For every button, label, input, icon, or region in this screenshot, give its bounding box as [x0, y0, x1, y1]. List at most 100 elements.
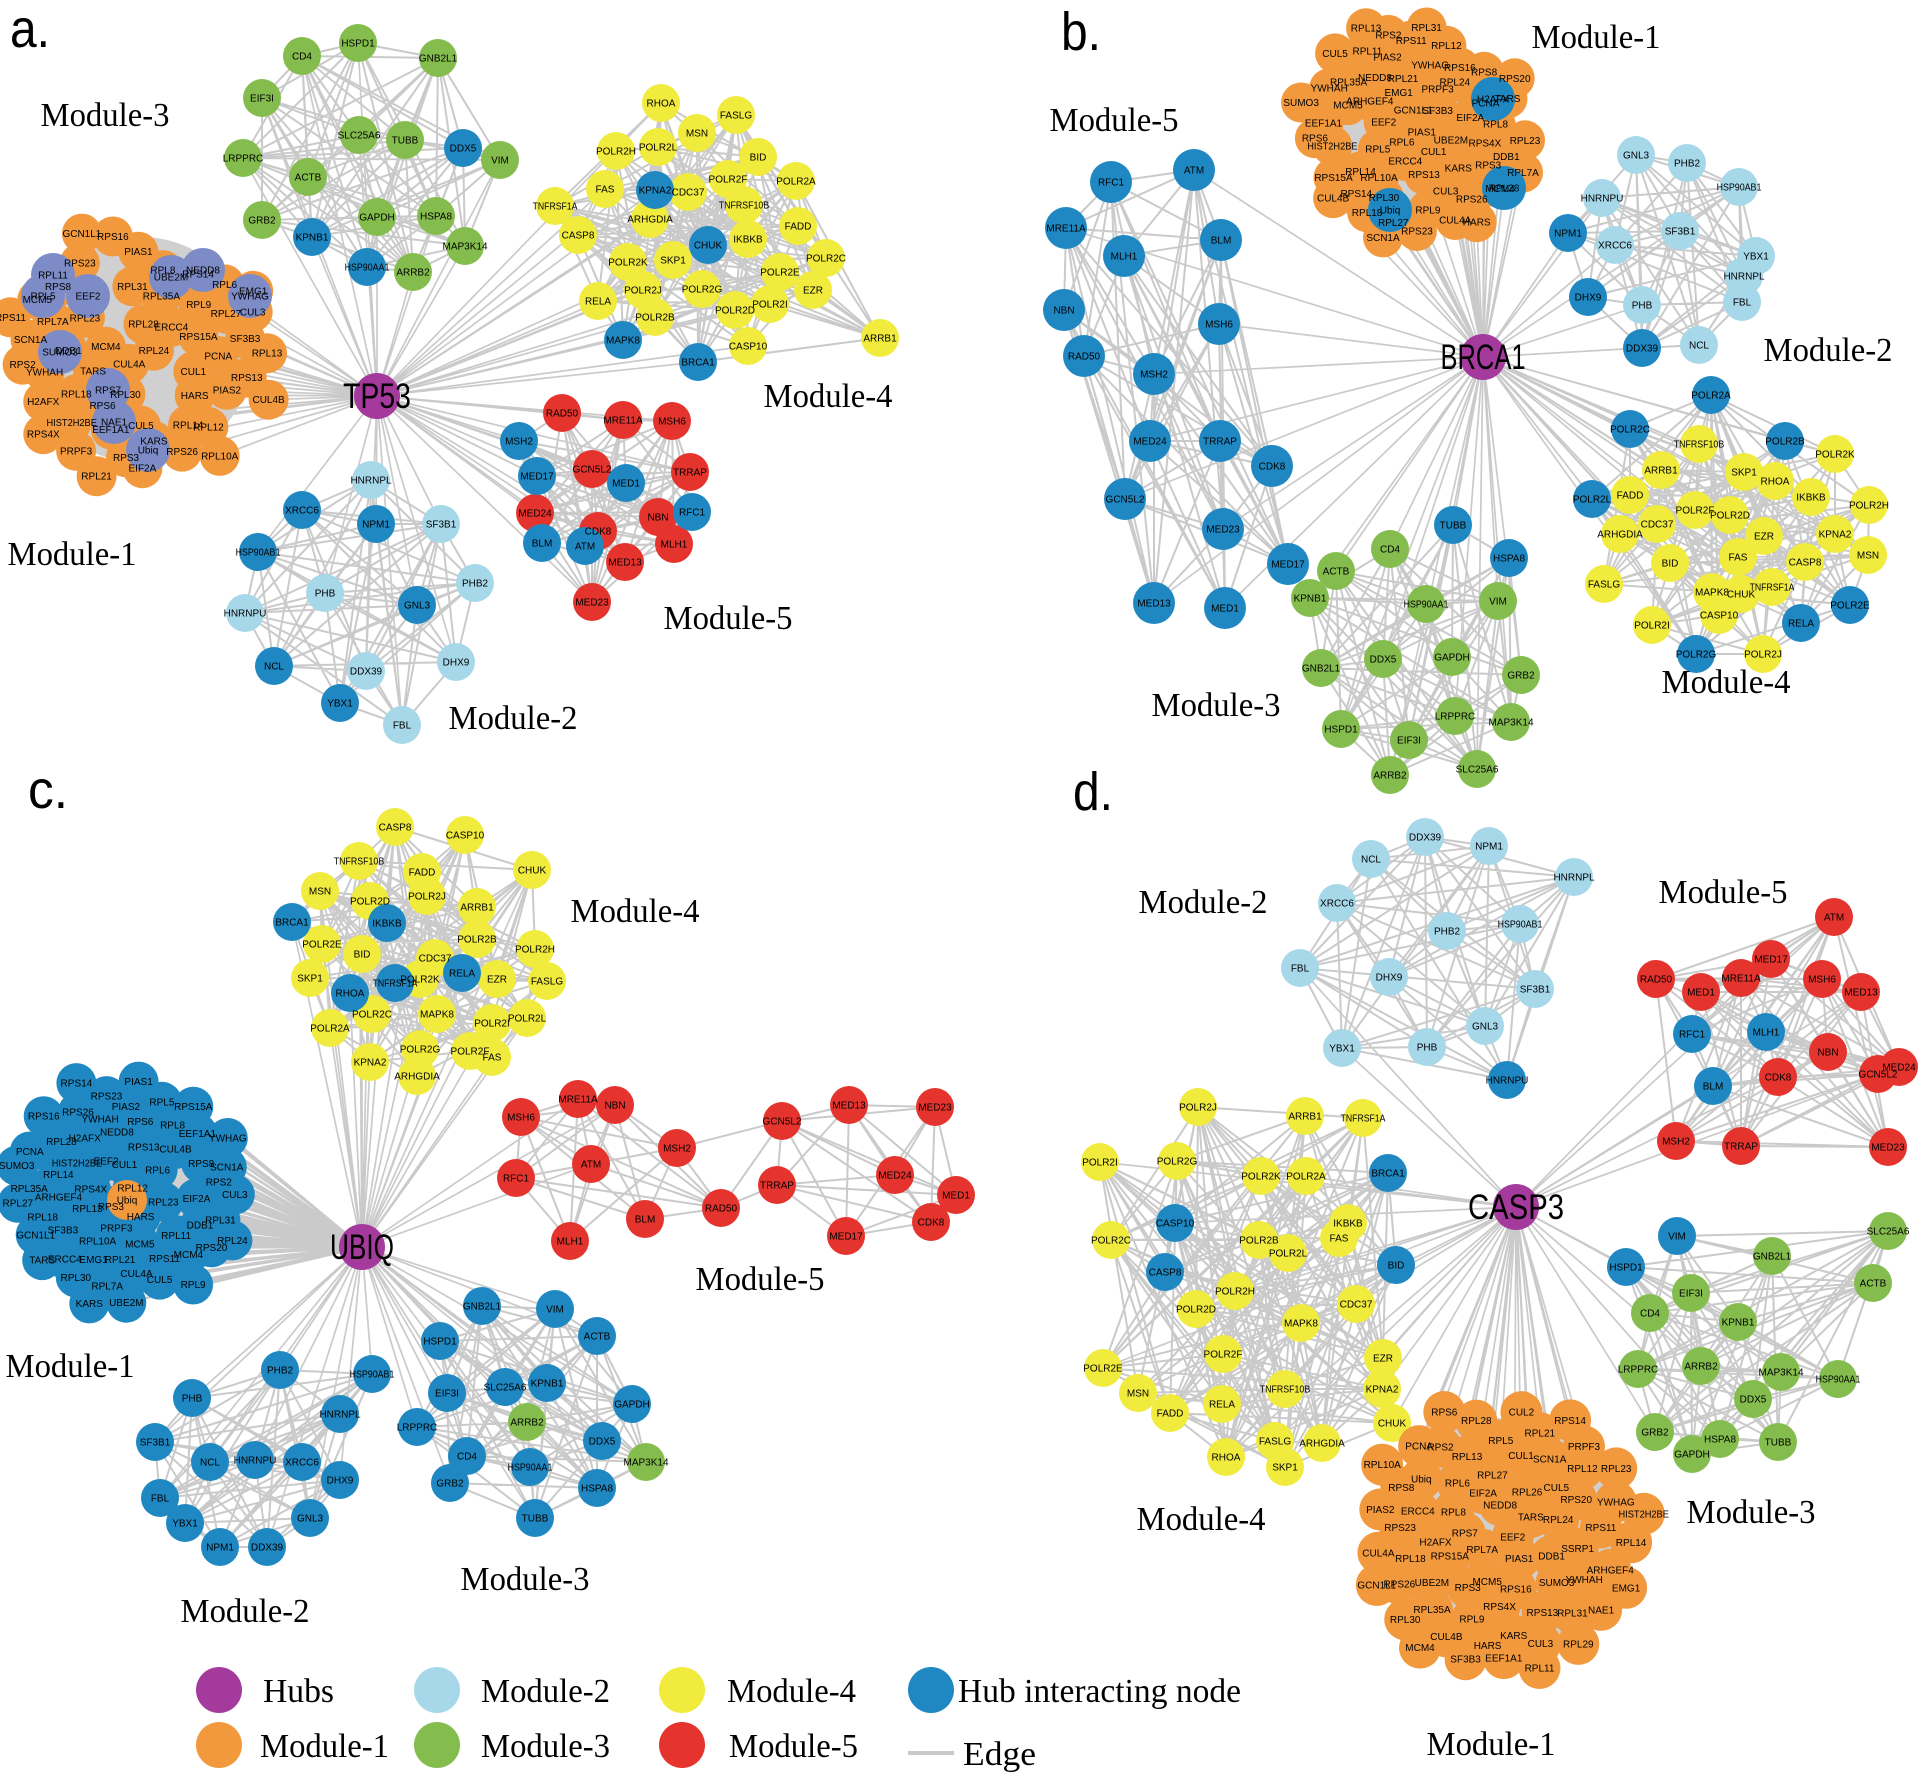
svg-text:TNFRSF1A: TNFRSF1A	[1750, 583, 1795, 594]
svg-text:GAPDH: GAPDH	[1674, 1450, 1710, 1461]
svg-text:TRRAP: TRRAP	[1203, 437, 1237, 448]
svg-text:CASP8: CASP8	[1149, 1268, 1182, 1279]
svg-text:CUL2: CUL2	[1509, 1408, 1535, 1419]
svg-text:Module-1: Module-1	[8, 536, 137, 573]
svg-text:Module-3: Module-3	[1152, 687, 1281, 724]
svg-text:TP53: TP53	[343, 377, 411, 416]
svg-text:KPNB1: KPNB1	[296, 233, 329, 244]
svg-text:TNFRSF1A: TNFRSF1A	[373, 979, 418, 990]
svg-text:RPS6: RPS6	[1302, 134, 1329, 145]
svg-text:RPS3: RPS3	[113, 453, 140, 464]
svg-text:MED24: MED24	[518, 509, 552, 520]
svg-text:RPS16: RPS16	[1500, 1584, 1532, 1595]
svg-text:RPS23: RPS23	[1384, 1523, 1416, 1534]
svg-text:RELA: RELA	[1209, 1400, 1235, 1411]
svg-text:HNRNPL: HNRNPL	[350, 476, 392, 487]
svg-text:SKP1: SKP1	[1272, 1463, 1298, 1474]
svg-text:DDX5: DDX5	[450, 144, 477, 155]
svg-text:KPNA2: KPNA2	[1366, 1385, 1399, 1396]
svg-text:EZR: EZR	[803, 286, 823, 297]
svg-text:SUMO3: SUMO3	[0, 1161, 35, 1172]
svg-text:POLR2J: POLR2J	[624, 286, 662, 297]
svg-text:PCNA: PCNA	[1405, 1442, 1433, 1453]
svg-text:NCL: NCL	[200, 1458, 220, 1469]
svg-text:HSPD1: HSPD1	[423, 1337, 457, 1348]
svg-text:CUL3: CUL3	[1528, 1639, 1554, 1650]
svg-text:RELA: RELA	[585, 297, 611, 308]
svg-text:DHX9: DHX9	[327, 1476, 354, 1487]
svg-text:DDX5: DDX5	[1740, 1395, 1767, 1406]
svg-text:CUL5: CUL5	[1322, 49, 1348, 60]
svg-text:DDX39: DDX39	[1409, 833, 1442, 844]
svg-text:RPL6: RPL6	[145, 1165, 170, 1176]
svg-text:DDB1: DDB1	[55, 346, 82, 357]
svg-text:POLR2B: POLR2B	[457, 935, 497, 946]
svg-text:RPL13: RPL13	[1452, 1452, 1483, 1463]
svg-text:IKBKB: IKBKB	[733, 235, 763, 246]
svg-text:SCN1A: SCN1A	[210, 1163, 244, 1174]
svg-text:CDK8: CDK8	[918, 1218, 945, 1229]
svg-text:SF3B1: SF3B1	[426, 520, 457, 531]
svg-text:RPL14: RPL14	[43, 1170, 74, 1181]
svg-text:RPS7: RPS7	[95, 386, 122, 397]
svg-text:MED13: MED13	[1137, 599, 1171, 610]
svg-text:POLR2K: POLR2K	[608, 258, 648, 269]
svg-text:DHX9: DHX9	[443, 658, 470, 669]
svg-text:HSP90AB1: HSP90AB1	[236, 548, 281, 559]
svg-text:Module-4: Module-4	[764, 378, 893, 415]
svg-text:LRPPRC: LRPPRC	[223, 154, 264, 165]
svg-text:ARHGEF4: ARHGEF4	[1587, 1565, 1635, 1576]
svg-text:HNRNPU: HNRNPU	[1486, 1076, 1529, 1087]
svg-text:HNRNPL: HNRNPL	[319, 1410, 361, 1421]
svg-text:FAS: FAS	[483, 1053, 502, 1064]
svg-text:HNRNPL: HNRNPL	[1723, 272, 1765, 283]
svg-text:POLR2E: POLR2E	[302, 940, 342, 951]
svg-text:EIF2A: EIF2A	[1456, 113, 1484, 124]
svg-text:XRCC6: XRCC6	[1320, 899, 1354, 910]
svg-text:PHB2: PHB2	[1434, 927, 1461, 938]
svg-text:EEF2: EEF2	[1371, 118, 1396, 129]
svg-text:MAP3K14: MAP3K14	[1488, 718, 1533, 729]
svg-text:TARS: TARS	[1518, 1513, 1544, 1524]
svg-text:RPL7A: RPL7A	[91, 1281, 123, 1292]
svg-text:CUL5: CUL5	[147, 1275, 173, 1286]
svg-text:NCL: NCL	[1689, 341, 1709, 352]
svg-text:HARS: HARS	[1474, 1641, 1502, 1652]
svg-text:POLR2J: POLR2J	[408, 892, 446, 903]
svg-text:MRE11A: MRE11A	[603, 416, 643, 427]
svg-text:Module-5: Module-5	[696, 1261, 825, 1298]
svg-text:YWHAG: YWHAG	[209, 1134, 247, 1145]
svg-text:HNRNPL: HNRNPL	[1553, 873, 1595, 884]
svg-text:EMG1: EMG1	[1385, 88, 1414, 99]
svg-text:MRE11A: MRE11A	[558, 1095, 598, 1106]
svg-text:CDC37: CDC37	[1641, 520, 1674, 531]
svg-text:Module-5: Module-5	[729, 1728, 858, 1765]
svg-text:RPS2: RPS2	[206, 1177, 233, 1188]
svg-text:RPL30: RPL30	[61, 1273, 92, 1284]
svg-text:SLC25A6: SLC25A6	[1456, 765, 1499, 776]
svg-text:FAS: FAS	[1330, 1234, 1349, 1245]
svg-text:RPL23: RPL23	[1601, 1464, 1632, 1475]
svg-text:NEDD8: NEDD8	[186, 266, 220, 277]
svg-text:SCN1A: SCN1A	[1533, 1455, 1567, 1466]
svg-text:CUL3: CUL3	[222, 1190, 248, 1201]
svg-text:POLR2L: POLR2L	[1573, 495, 1612, 506]
svg-text:CASP10: CASP10	[729, 342, 768, 353]
svg-text:NBN: NBN	[1817, 1048, 1838, 1059]
svg-text:SUMO3: SUMO3	[1539, 1578, 1575, 1589]
svg-text:RPL18: RPL18	[61, 390, 92, 401]
svg-text:RPL23: RPL23	[70, 313, 101, 324]
svg-text:Ubiq: Ubiq	[117, 1196, 138, 1207]
svg-text:HSPA8: HSPA8	[420, 212, 452, 223]
svg-text:MSH6: MSH6	[507, 1113, 535, 1124]
svg-text:RPL6: RPL6	[1445, 1478, 1470, 1489]
svg-text:RPL9: RPL9	[186, 300, 211, 311]
svg-text:POLR2A: POLR2A	[1286, 1172, 1326, 1183]
svg-text:RPL28: RPL28	[1489, 184, 1520, 195]
svg-text:KPNA2: KPNA2	[639, 186, 672, 197]
svg-text:RPL27: RPL27	[211, 309, 242, 320]
svg-text:IKBKB: IKBKB	[1333, 1219, 1363, 1230]
svg-text:BLM: BLM	[635, 1215, 656, 1226]
svg-text:ACTB: ACTB	[1323, 567, 1350, 578]
svg-text:POLR2B: POLR2B	[1765, 437, 1805, 448]
